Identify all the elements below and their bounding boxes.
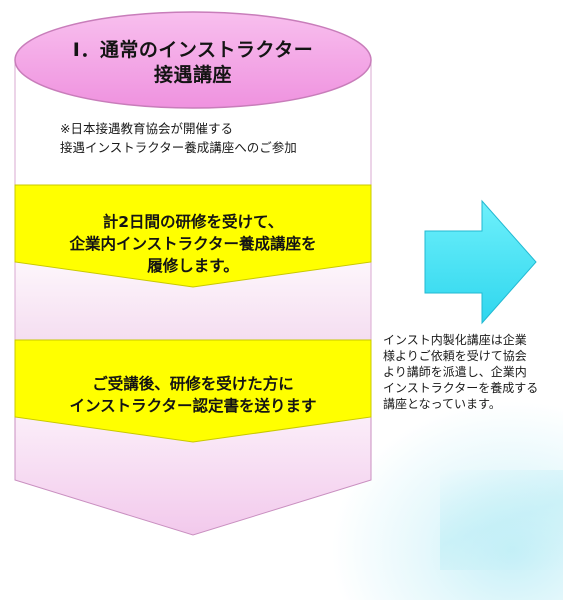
- step2-text: ご受講後、研修を受けた方に インストラクター認定書を送ります: [15, 373, 371, 417]
- side-line-2: 様よりご依頼を受けて協会: [383, 349, 527, 363]
- side-description: インスト内製化講座は企業 様よりご依頼を受けて協会 より講師を派遣し、企業内 イ…: [383, 332, 561, 412]
- step2-chevron: [14, 339, 372, 443]
- background-glow-band: [440, 470, 563, 570]
- side-line-4: インストラクターを養成する: [383, 381, 539, 395]
- title: Ⅰ．通常のインストラクター 接遇講座: [15, 38, 371, 88]
- title-ellipse: [14, 11, 372, 109]
- step1-line-2: 企業内インストラクター養成講座を: [69, 235, 317, 253]
- step1-chevron: [14, 184, 372, 288]
- step1-line-1: 計2日間の研修を受けて、: [102, 213, 284, 231]
- note-line-1: ※日本接遇教育協会が開催する: [60, 121, 233, 136]
- side-line-3: より講師を派遣し、企業内: [383, 365, 527, 379]
- title-line-1: Ⅰ．通常のインストラクター: [72, 39, 314, 61]
- step2-line-2: インストラクター認定書を送ります: [69, 397, 317, 415]
- step1-text: 計2日間の研修を受けて、 企業内インストラクター養成講座を 履修します。: [15, 211, 371, 277]
- right-arrow: [424, 199, 537, 325]
- side-line-5: 講座となっています。: [383, 397, 501, 411]
- side-line-1: インスト内製化講座は企業: [383, 333, 527, 347]
- note-line-2: 接遇インストラクター養成講座へのご参加: [60, 140, 297, 155]
- flow-diagram: [14, 11, 537, 536]
- title-line-2: 接遇講座: [153, 64, 232, 86]
- step2-line-1: ご受講後、研修を受けた方に: [92, 375, 294, 393]
- step1-line-3: 履修します。: [147, 257, 239, 275]
- note: ※日本接遇教育協会が開催する 接遇インストラクター養成講座へのご参加: [60, 119, 360, 157]
